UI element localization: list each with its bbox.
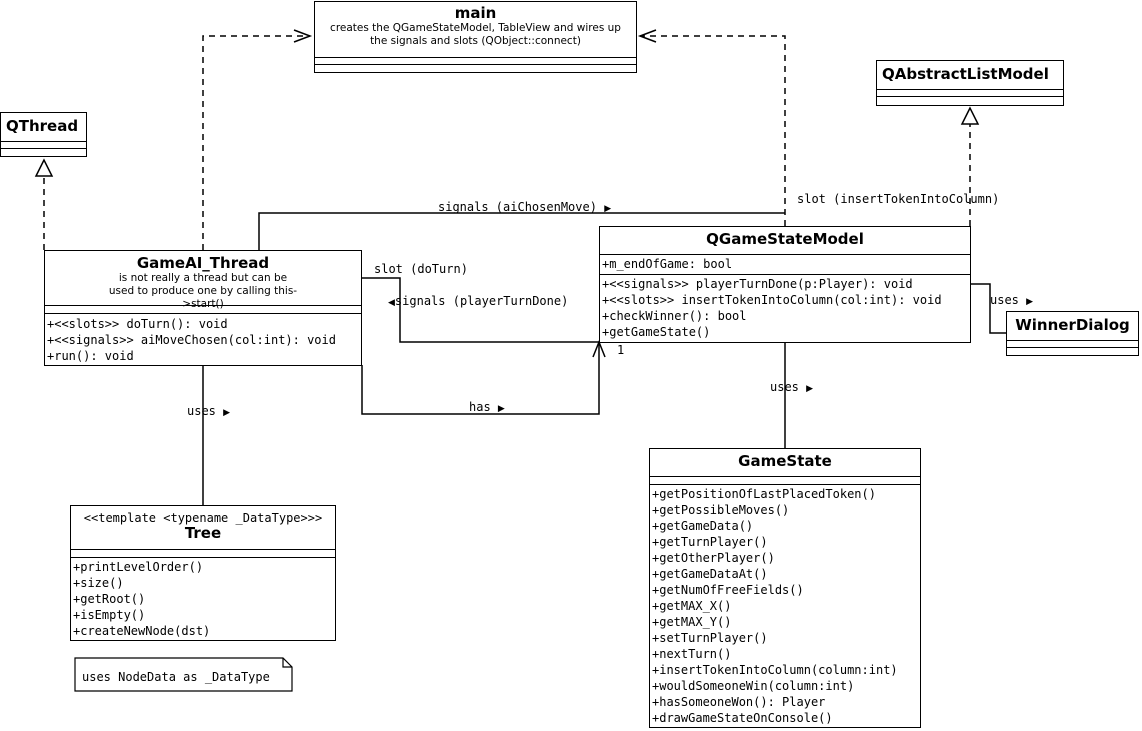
attribute: +m_endOfGame: bool — [602, 257, 733, 271]
operation: +getRoot() — [73, 592, 146, 606]
direction-right-icon: ▶ — [604, 204, 612, 214]
operation: +setTurnPlayer() — [652, 631, 768, 645]
operation: +getPossibleMoves() — [652, 503, 790, 517]
label-uses-winner: uses ▶ — [990, 293, 1033, 307]
class-name: Tree — [184, 524, 222, 542]
operation: +hasSomeoneWon(): Player — [652, 695, 826, 709]
association-slot-doturn — [362, 277, 600, 343]
class-note: creates the QGameStateModel, TableView a… — [330, 22, 621, 47]
class-name: GameAI_Thread — [136, 254, 270, 272]
attributes-section: +m_endOfGame: bool — [600, 254, 970, 272]
generalization-triangle — [960, 106, 980, 125]
label-text: has — [469, 400, 491, 414]
class-winnerdialog[interactable]: WinnerDialog — [1006, 311, 1139, 356]
association-signals-aichosenmove — [258, 212, 785, 250]
direction-right-icon: ▶ — [223, 408, 231, 418]
class-name: WinnerDialog — [1015, 316, 1130, 334]
label-signals-aichosenmove: signals (aiChosenMove) ▶ — [438, 200, 611, 214]
label-signals-playerturndone: ◀signals (playerTurnDone) — [388, 294, 568, 308]
operation: +insertTokenIntoColumn(column:int) — [652, 663, 898, 677]
operations-section: +<<signals>> playerTurnDone(p:Player): v… — [600, 274, 970, 340]
class-gameai-thread[interactable]: GameAI_Thread is not really a thread but… — [44, 250, 362, 366]
class-name: GameState — [738, 452, 832, 470]
operation: +<<signals>> aiMoveChosen(col:int): void — [47, 333, 336, 347]
class-name: QAbstractListModel — [882, 65, 1049, 83]
operation: +nextTurn() — [652, 647, 732, 661]
attributes-section — [315, 57, 636, 58]
operations-section — [1007, 347, 1138, 348]
note-shape — [74, 657, 293, 692]
operation: +<<slots>> doTurn(): void — [47, 317, 228, 331]
label-text: signals (aiChosenMove) — [438, 200, 597, 214]
dependency-qgsm-main — [640, 35, 786, 226]
operation: +getOtherPlayer() — [652, 551, 775, 565]
class-main[interactable]: main creates the QGameStateModel, TableV… — [314, 1, 637, 73]
open-arrowhead — [637, 29, 657, 43]
generalization-triangle — [34, 158, 54, 177]
class-name: main — [454, 4, 497, 22]
label-has: has ▶ — [469, 400, 505, 414]
operation: +getTurnPlayer() — [652, 535, 768, 549]
operation: +checkWinner(): bool — [602, 309, 747, 323]
operation: +drawGameStateOnConsole() — [652, 711, 833, 725]
operation: +size() — [73, 576, 124, 590]
operations-section — [315, 64, 636, 65]
operation: +getGameDataAt() — [652, 567, 768, 581]
operation: +<<slots>> insertTokenIntoColumn(col:int… — [602, 293, 942, 307]
operations-section: +printLevelOrder() +size() +getRoot() +i… — [71, 557, 335, 639]
association-has — [361, 342, 600, 415]
operation: +getMAX_Y() — [652, 615, 732, 629]
class-name: QGameStateModel — [706, 230, 864, 248]
label-uses-gamestate: uses ▶ — [770, 380, 813, 394]
attributes-section — [877, 89, 1063, 90]
direction-right-icon: ▶ — [1026, 297, 1034, 307]
operation: +getGameData() — [652, 519, 754, 533]
attributes-section — [71, 549, 335, 550]
operation: +printLevelOrder() — [73, 560, 204, 574]
attributes-section — [1, 141, 86, 142]
class-name: QThread — [6, 117, 79, 135]
open-arrowhead — [293, 29, 313, 43]
multiplicity-label: 1 — [617, 343, 625, 357]
operations-section — [877, 96, 1063, 97]
operation: +getNumOfFreeFields() — [652, 583, 804, 597]
direction-right-icon: ▶ — [497, 404, 505, 414]
label-text: uses — [990, 293, 1019, 307]
note-text: uses NodeData as _DataType — [82, 670, 270, 684]
association-uses-winner — [970, 283, 1006, 334]
label-slot-insert: slot (insertTokenIntoColumn) — [797, 192, 1000, 206]
class-gamestate[interactable]: GameState +getPositionOfLastPlacedToken(… — [649, 448, 921, 728]
label-uses-tree: uses ▶ — [187, 404, 230, 418]
operations-section: +<<slots>> doTurn(): void +<<signals>> a… — [45, 313, 361, 364]
operation: +getMAX_X() — [652, 599, 732, 613]
operation: +getGameState() — [602, 325, 711, 339]
attributes-section — [650, 476, 920, 477]
direction-left-icon: ◀ — [388, 298, 395, 308]
class-note: is not really a thread but can be used t… — [108, 272, 298, 310]
operations-section — [1, 148, 86, 149]
operation: +<<signals>> playerTurnDone(p:Player): v… — [602, 277, 913, 291]
label-text: signals (playerTurnDone) — [394, 294, 569, 308]
direction-right-icon: ▶ — [806, 384, 814, 394]
label-text: uses — [187, 404, 216, 418]
template-stereotype: <<template <typename _DataType>>> — [83, 511, 323, 525]
operation: +getPositionOfLastPlacedToken() — [652, 487, 876, 501]
attributes-section — [45, 305, 361, 306]
dependency-gameai-main — [202, 35, 310, 250]
operation: +isEmpty() — [73, 608, 146, 622]
class-tree[interactable]: <<template <typename _DataType>>> Tree +… — [70, 505, 336, 641]
class-qthread[interactable]: QThread — [0, 112, 87, 157]
class-qgamestatemodel[interactable]: QGameStateModel +m_endOfGame: bool +<<si… — [599, 226, 971, 343]
operations-section: +getPositionOfLastPlacedToken() +getPoss… — [650, 484, 920, 726]
note-fold — [282, 658, 292, 668]
operation: +createNewNode(dst) — [73, 624, 211, 638]
operation: +wouldSomeoneWin(column:int) — [652, 679, 855, 693]
class-qabstractlistmodel[interactable]: QAbstractListModel — [876, 60, 1064, 106]
label-text: uses — [770, 380, 799, 394]
label-slot-doturn: slot (doTurn) — [374, 262, 468, 276]
attributes-section — [1007, 340, 1138, 341]
operation: +run(): void — [47, 349, 134, 363]
